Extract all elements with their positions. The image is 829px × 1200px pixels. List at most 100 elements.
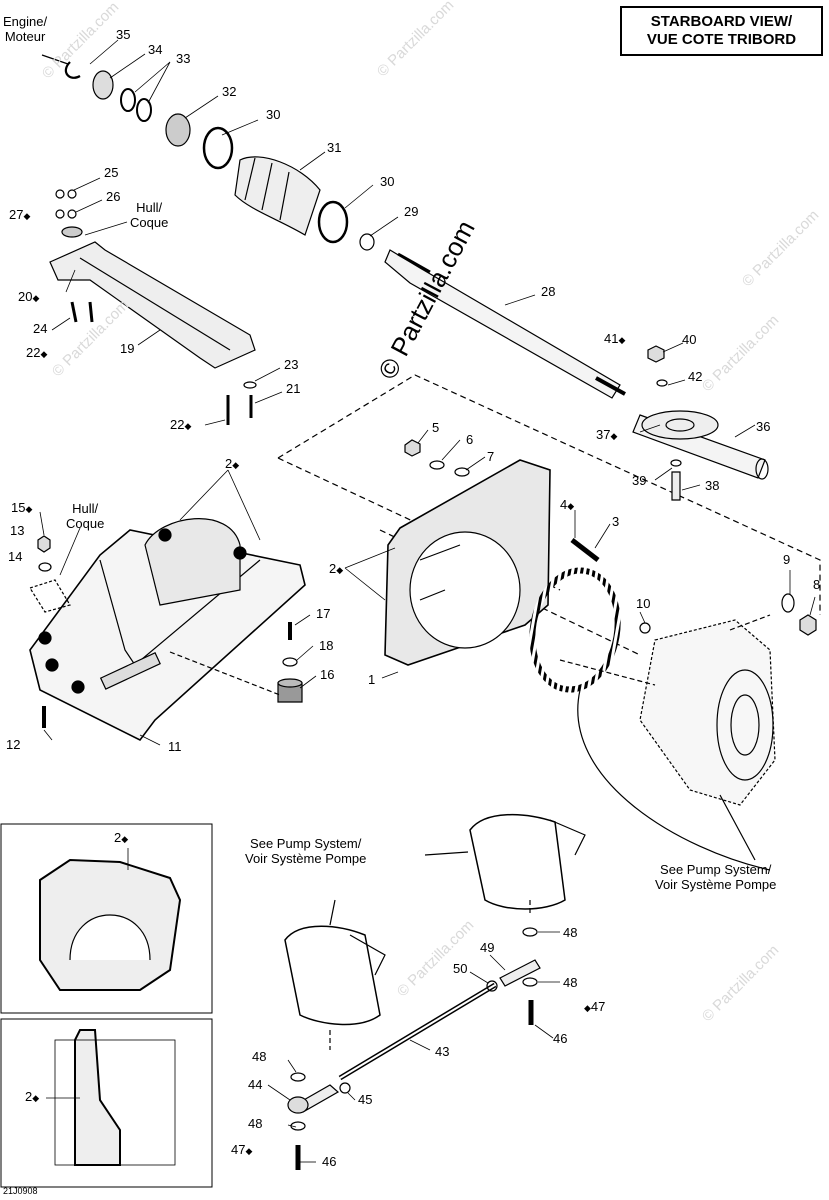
screw-25b	[67, 189, 77, 199]
lubricant-drop-icon: ◆	[40, 349, 48, 359]
liner-pad	[99, 651, 161, 690]
callout-number: 47	[231, 1142, 246, 1157]
gasket-side-view	[74, 1029, 121, 1166]
callout-2d: 2◆	[25, 1090, 39, 1105]
callout-number: 25	[104, 165, 119, 180]
callout-number: 17	[316, 606, 331, 621]
nut-10	[639, 622, 651, 634]
nut-50	[486, 980, 498, 992]
callout-number: 22	[170, 417, 185, 432]
lubricant-drop-icon: ◆	[618, 335, 626, 345]
note-hull-left: Hull/Coque	[66, 501, 105, 531]
callout-25: 25	[104, 166, 118, 180]
note-pump-right: See Pump System/Voir Système Pompe	[655, 862, 777, 892]
callout-number: 13	[10, 523, 25, 538]
lubricant-drop-icon: ◆	[610, 431, 618, 441]
view-title-line1: STARBOARD VIEW/	[650, 13, 793, 30]
callout-44: 44	[248, 1078, 262, 1092]
callout-48d: 48	[248, 1117, 262, 1131]
washer-48c	[290, 1072, 306, 1082]
callout-16: 16	[320, 668, 334, 682]
callout-50: 50	[453, 962, 467, 976]
bushing-32	[165, 113, 191, 147]
callout-number: 41	[604, 331, 619, 346]
callout-number: 39	[632, 473, 647, 488]
ball-joint-44	[287, 1096, 309, 1114]
view-title-line2: VUE COTE TRIBORD	[646, 31, 797, 48]
callout-22b: 22◆	[170, 418, 191, 433]
lubricant-drop-icon: ◆	[23, 211, 31, 221]
washer-42	[656, 379, 668, 387]
callout-34: 34	[148, 43, 162, 57]
callout-number: 16	[320, 667, 335, 682]
callout-number: 30	[266, 107, 281, 122]
inset-box-bottom	[0, 1018, 213, 1188]
callout-15: 15◆	[11, 501, 32, 516]
callout-number: 8	[813, 577, 821, 592]
callout-number: 1	[368, 672, 376, 687]
callout-number: 7	[487, 449, 495, 464]
inset-box-top	[0, 823, 213, 1014]
callout-number: 20	[18, 289, 33, 304]
callout-number: 32	[222, 84, 237, 99]
callout-18: 18	[319, 639, 333, 653]
callout-5: 5	[432, 421, 439, 435]
callout-26: 26	[106, 190, 120, 204]
callout-number: 22	[26, 345, 41, 360]
callout-number: 14	[8, 549, 23, 564]
callout-47b: 47◆	[231, 1143, 252, 1158]
stud-3	[570, 538, 600, 562]
callout-number: 12	[6, 737, 21, 752]
callout-number: 2	[25, 1089, 33, 1104]
callout-2c: 2◆	[114, 831, 128, 846]
callout-48b: 48	[563, 976, 577, 990]
clamp-30b	[317, 200, 349, 244]
seal-ring	[529, 567, 621, 693]
washer-6	[429, 460, 445, 470]
callout-1: 1	[368, 673, 375, 687]
callout-13: 13	[10, 524, 24, 538]
callout-number: 28	[541, 284, 556, 299]
ring-33a	[120, 88, 136, 112]
callout-number: 48	[248, 1116, 263, 1131]
callout-37: 37◆	[596, 428, 617, 443]
lubricant-drop-icon: ◆	[121, 834, 129, 844]
washer-26b	[67, 209, 77, 219]
callout-number: 48	[563, 975, 578, 990]
nozzle-left	[284, 925, 381, 1026]
callout-number: 19	[120, 341, 135, 356]
callout-22a: 22◆	[26, 346, 47, 361]
nut-40	[647, 345, 665, 363]
callout-7: 7	[487, 450, 494, 464]
callout-number: 42	[688, 369, 703, 384]
callout-21: 21	[286, 382, 300, 396]
callout-number: 46	[553, 1031, 568, 1046]
callout-number: 31	[327, 140, 342, 155]
callout-49: 49	[480, 941, 494, 955]
callout-number: 4	[560, 497, 568, 512]
callout-48a: 48	[563, 926, 577, 940]
callout-38: 38	[705, 479, 719, 493]
assembly-dashed-outline	[277, 374, 821, 615]
nut-8	[799, 614, 817, 636]
callout-14: 14	[8, 550, 22, 564]
pump-housing	[639, 619, 776, 806]
drawing-code: 21J0908	[3, 1186, 38, 1196]
clamp-30a	[202, 126, 234, 170]
callout-number: 48	[563, 925, 578, 940]
screw-25a	[55, 189, 65, 199]
nut-45	[339, 1082, 351, 1094]
scoop	[144, 518, 241, 606]
callout-number: 37	[596, 427, 611, 442]
callout-9: 9	[783, 553, 790, 567]
nut-5	[404, 439, 421, 457]
callout-number: 15	[11, 500, 26, 515]
callout-33: 33	[176, 52, 190, 66]
callout-number: 2	[329, 561, 337, 576]
callout-number: 9	[783, 552, 791, 567]
callout-47a: ◆47	[584, 1000, 605, 1015]
callout-number: 29	[404, 204, 419, 219]
callout-number: 48	[252, 1049, 267, 1064]
callout-4: 4◆	[560, 498, 574, 513]
callout-number: 6	[466, 432, 474, 447]
